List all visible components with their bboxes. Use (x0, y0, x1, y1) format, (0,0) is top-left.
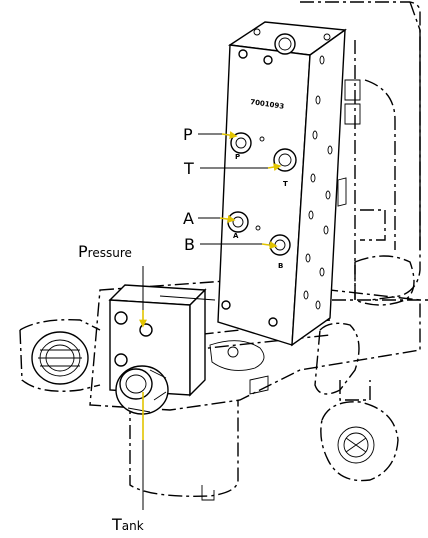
label-a: A (183, 209, 194, 228)
port-mark-p: P (235, 153, 240, 161)
port-mark-b: B (278, 262, 283, 270)
pressure-port (139, 323, 153, 337)
callout-b: B (184, 235, 278, 254)
front-knob (115, 365, 169, 415)
callout-a: A (183, 209, 236, 228)
label-p: P (183, 125, 193, 144)
label-pressure: Pressure (78, 242, 132, 261)
top-bore (274, 33, 296, 55)
swivel-fitting (314, 322, 399, 482)
manifold-port-top-left (114, 311, 128, 325)
label-tank: Tank (111, 515, 144, 534)
callout-p: P (183, 125, 238, 144)
callout-t: T (183, 159, 282, 178)
label-b: B (184, 235, 195, 254)
port-a (227, 211, 249, 233)
callout-tank: Tank (111, 392, 144, 534)
port-t (273, 148, 297, 172)
port-mark-t: T (283, 180, 288, 188)
valve-block: 7001093 P T A B (217, 21, 347, 347)
label-t: T (183, 159, 194, 178)
callout-pressure: Pressure (78, 242, 147, 328)
manifold-port-bottom-left (114, 353, 128, 367)
side-nameplate (337, 177, 347, 207)
motor-housing (300, 1, 428, 306)
left-knob (31, 331, 89, 385)
side-holes (303, 55, 333, 310)
port-mark-a: A (233, 232, 239, 240)
